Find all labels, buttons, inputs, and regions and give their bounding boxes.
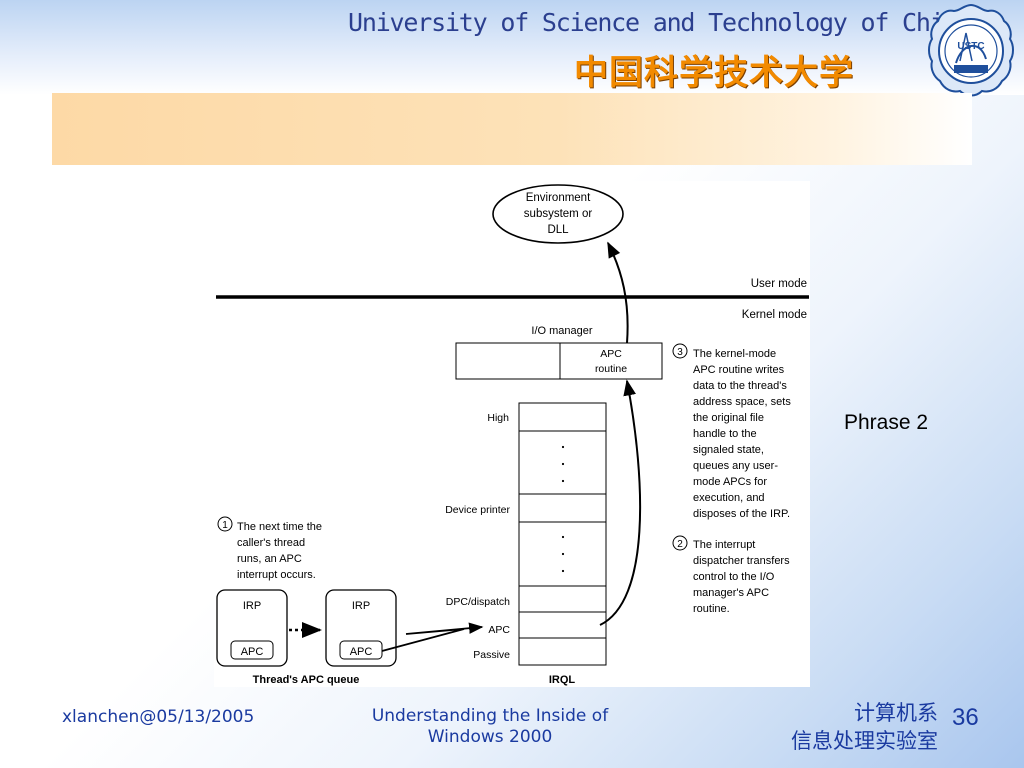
step-3-note: 3 The kernel-mode APC routine writes dat… (672, 343, 791, 520)
diagram-panel: Environment subsystem or DLL User mode K… (214, 181, 810, 687)
step-2-note: 2 The interrupt dispatcher transfers con… (672, 535, 790, 615)
environment-subsystem-node: Environment subsystem or DLL (492, 184, 624, 244)
step-2-line-2: dispatcher transfers (693, 555, 790, 567)
footer-dept-line-1: 计算机系 (854, 702, 938, 725)
step-3-line-7: signaled state, (693, 444, 764, 456)
irp-node-1: IRP APC (216, 589, 288, 667)
footer-dept-line-2: 信息处理实验室 (791, 730, 938, 753)
step-1-line-1: The next time the (237, 521, 322, 533)
arrow-to-environment (607, 241, 629, 344)
apc-routine-label-1: APC (600, 348, 622, 360)
step-3-line-8: queues any user- (693, 460, 778, 472)
step-3-line-1: The kernel-mode (693, 348, 776, 360)
step-2-line-4: manager's APC (693, 587, 769, 599)
io-manager-box: APC routine (455, 342, 663, 380)
step-1-number: 1 (222, 520, 228, 531)
step-3-line-9: mode APCs for (693, 476, 767, 488)
irql-stack (518, 402, 607, 666)
header-band (0, 0, 1024, 95)
logo-seal-icon: USTC (928, 3, 1014, 97)
step-1-line-2: caller's thread (237, 537, 305, 549)
step-2-line-1: The interrupt (693, 539, 755, 551)
irql-level-dpc: DPC/dispatch (446, 596, 510, 608)
apc-delivery-diagram: Environment subsystem or DLL User mode K… (216, 184, 809, 686)
footer-course-line-1: Understanding the Inside of (371, 706, 609, 726)
step-3-number: 3 (677, 347, 683, 358)
university-name-en: University of Science and Technology of … (348, 8, 973, 37)
step-3-line-3: data to the thread's (693, 380, 787, 392)
phrase-label: Phrase 2 (844, 411, 929, 434)
irql-label: IRQL (549, 674, 576, 686)
step-2-number: 2 (677, 539, 683, 550)
footer-department: 计算机系 信息处理实验室 (740, 700, 938, 756)
irp-label-1: IRP (243, 600, 261, 612)
env-label-2: subsystem or (524, 208, 593, 220)
kernel-mode-label: Kernel mode (742, 309, 807, 321)
university-name-cn: 中国科学技术大学 (574, 53, 854, 93)
step-1-line-4: interrupt occurs. (237, 569, 316, 581)
env-label-3: DLL (547, 224, 569, 236)
apc-label-2: APC (350, 646, 373, 658)
step-1-note: 1 The next time the caller's thread runs… (217, 516, 322, 581)
step-3-line-6: handle to the (693, 428, 757, 440)
step-2-line-5: routine. (693, 603, 730, 615)
step-3-line-4: address space, sets (693, 396, 791, 408)
university-logo: USTC (928, 3, 1014, 97)
irql-level-device: Device printer (445, 504, 510, 516)
apc-label-1: APC (241, 646, 264, 658)
footer-course-title: Understanding the Inside of Windows 2000 (340, 706, 640, 748)
title-band (52, 93, 972, 165)
irql-level-high: High (487, 412, 509, 424)
page-number: 36 (952, 704, 979, 731)
step-3-line-10: execution, and (693, 492, 765, 504)
step-3-line-5: the original file (693, 412, 764, 424)
irql-level-apc: APC (488, 624, 510, 636)
step-3-line-11: disposes of the IRP. (693, 508, 790, 520)
apc-routine-label-2: routine (595, 363, 627, 375)
logo-text: USTC (957, 41, 984, 52)
irp-node-2: IRP APC (325, 589, 397, 667)
user-mode-label: User mode (751, 278, 807, 290)
env-label-1: Environment (526, 192, 591, 204)
irql-level-passive: Passive (473, 649, 510, 661)
step-1-line-3: runs, an APC (237, 553, 302, 565)
queue-label: Thread's APC queue (253, 674, 360, 686)
footer-author-date: xlanchen@05/13/2005 (62, 707, 255, 727)
step-2-line-3: control to the I/O (693, 571, 775, 583)
apc-interrupt-arrow (381, 622, 484, 652)
io-manager-label: I/O manager (531, 325, 592, 337)
footer-course-line-2: Windows 2000 (427, 727, 553, 747)
step-3-line-2: APC routine writes (693, 364, 785, 376)
irp-label-2: IRP (352, 600, 370, 612)
arrow-to-apc-routine (599, 379, 642, 626)
